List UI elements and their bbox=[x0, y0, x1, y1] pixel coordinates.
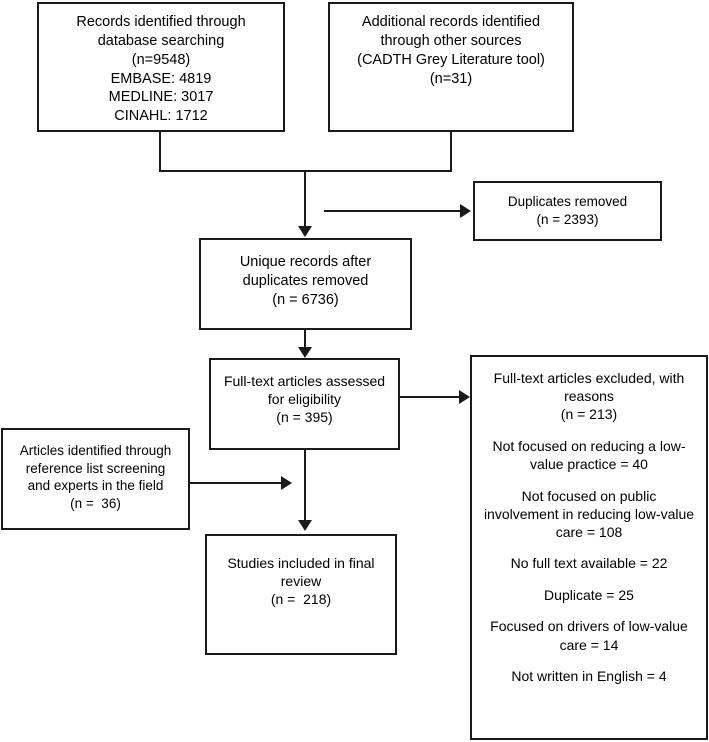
exclusion-reason-line: involvement in reducing low-value bbox=[483, 505, 695, 522]
box-line: duplicates removed bbox=[242, 272, 369, 289]
connector-other-sources-drop bbox=[450, 132, 452, 172]
exclusion-reason-line: Not written in English = 4 bbox=[511, 668, 667, 685]
box-duplicates-removed: Duplicates removed (n = 2393) bbox=[473, 181, 662, 241]
box-line: Additional records identified bbox=[361, 14, 541, 30]
box-articles-identified-reference-list: Articles identified through reference li… bbox=[1, 428, 190, 530]
box-line: through other sources bbox=[380, 32, 522, 49]
box-line: for eligibility bbox=[267, 391, 342, 408]
box-line: database searching bbox=[97, 32, 225, 49]
exclusion-reason-line: No full text available = 22 bbox=[510, 555, 668, 572]
box-studies-included-final-review: Studies included in final review (n = 21… bbox=[205, 534, 397, 655]
box-line: CINAHL: 1712 bbox=[114, 108, 208, 125]
arrowhead-to-fulltext-assessed bbox=[298, 347, 312, 358]
box-line: (n=9548) bbox=[131, 51, 191, 68]
connector-merge-stem bbox=[304, 170, 306, 226]
connector-database-search-drop bbox=[159, 132, 161, 172]
box-line: (n = 36) bbox=[70, 495, 121, 511]
arrowhead-to-studies-included bbox=[298, 520, 312, 531]
connector-fulltext-to-studies bbox=[304, 450, 306, 522]
exclusion-reason-line: care = 14 bbox=[559, 636, 619, 653]
box-line: reasons bbox=[564, 388, 614, 405]
box-line: MEDLINE: 3017 bbox=[108, 89, 214, 106]
box-line: (CADTH Grey Literature tool) bbox=[357, 51, 545, 68]
box-line: (n = 218) bbox=[270, 591, 332, 608]
box-line: and experts in the field bbox=[27, 478, 164, 494]
box-line: Full-text articles assessed bbox=[223, 373, 386, 389]
exclusion-reason-line: value practice = 40 bbox=[530, 456, 648, 473]
arrowhead-to-excluded bbox=[459, 390, 470, 404]
arrowhead-to-unique-records bbox=[298, 226, 312, 237]
box-line: (n=31) bbox=[429, 70, 473, 87]
box-line: (n = 6736) bbox=[272, 291, 339, 308]
exclusion-reason-line: Focused on drivers of low-value bbox=[490, 618, 688, 635]
connector-unique-to-fulltext bbox=[304, 330, 306, 347]
box-line: EMBASE: 4819 bbox=[110, 70, 212, 87]
box-fulltext-articles-assessed: Full-text articles assessed for eligibil… bbox=[209, 358, 400, 450]
box-line: Studies included in final bbox=[227, 555, 375, 571]
arrowhead-to-duplicates-removed bbox=[460, 204, 471, 218]
exclusion-reason-line: Not focused on reducing a low- bbox=[492, 437, 686, 454]
box-line: review bbox=[280, 573, 322, 590]
box-additional-records-other-sources: Additional records identified through ot… bbox=[328, 2, 574, 132]
box-line: reference list screening bbox=[25, 460, 166, 476]
box-line: Unique records after bbox=[239, 254, 372, 270]
box-line: Articles identified through bbox=[19, 443, 172, 458]
exclusion-reason-line: Duplicate = 25 bbox=[544, 586, 634, 603]
box-line: Duplicates removed bbox=[507, 194, 628, 209]
exclusion-reason-line: Not focused on public bbox=[521, 487, 657, 504]
box-line: Records identified through bbox=[76, 14, 246, 30]
box-unique-records-after-duplicates-removed: Unique records after duplicates removed … bbox=[199, 238, 412, 330]
connector-reference-list-to-stem bbox=[190, 482, 283, 484]
box-line: Full-text articles excluded, with bbox=[493, 370, 685, 386]
exclusion-reason-line: care = 108 bbox=[555, 523, 623, 540]
box-fulltext-articles-excluded-with-reasons: Full-text articles excluded, with reason… bbox=[470, 355, 708, 740]
box-records-identified-database-searching: Records identified through database sear… bbox=[37, 2, 285, 132]
connector-to-duplicates-removed bbox=[324, 210, 462, 212]
box-line: (n = 395) bbox=[276, 409, 333, 426]
box-line: (n = 2393) bbox=[536, 211, 599, 227]
arrowhead-reference-list-join bbox=[281, 476, 292, 490]
connector-to-excluded bbox=[400, 396, 461, 398]
box-line: (n = 213) bbox=[560, 406, 618, 423]
